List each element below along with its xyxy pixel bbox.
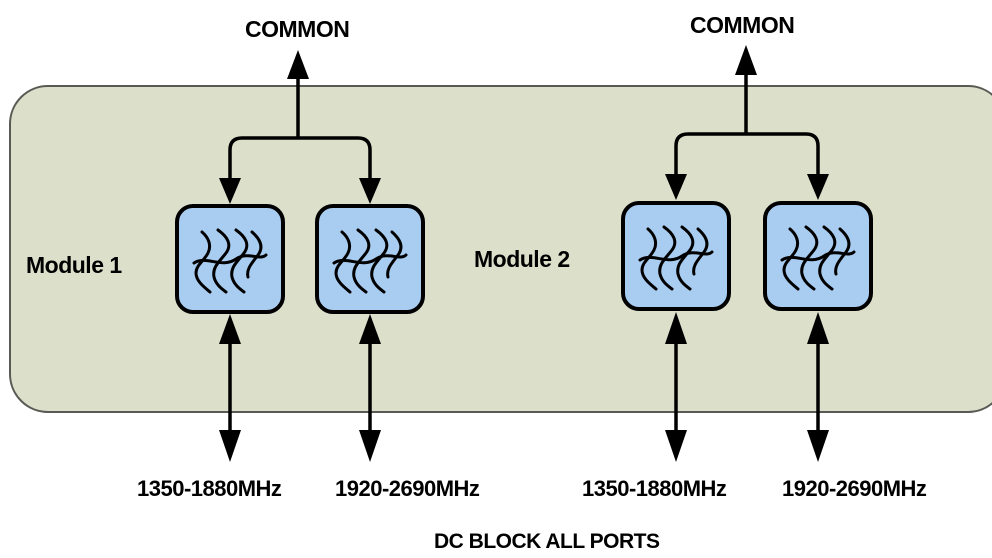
module-1-port-2-arrow-down-icon bbox=[359, 430, 381, 462]
module-2-port-1-arrow-up-icon bbox=[665, 312, 687, 344]
module-2-filter-1-input-arrow-icon bbox=[665, 174, 687, 200]
module-2-split-bus bbox=[674, 132, 820, 178]
module-1-port-2-band-label: 1920-2690MHz bbox=[335, 476, 480, 501]
module-2-common-arrow-icon bbox=[735, 45, 757, 75]
module-2-port-2-arrow-down-icon bbox=[807, 430, 829, 462]
module-2-label: Module 2 bbox=[474, 246, 570, 272]
module-2-filter-2-input-arrow-icon bbox=[807, 174, 829, 200]
module-1-port-1-arrow-down-icon bbox=[219, 430, 241, 462]
module-1-filter-2 bbox=[315, 204, 425, 314]
module-2-filter-2 bbox=[763, 201, 873, 311]
module-2-port-1-arrow-down-icon bbox=[665, 430, 687, 462]
footer-note: DC BLOCK ALL PORTS bbox=[434, 530, 660, 553]
module-2-group bbox=[621, 45, 873, 462]
module-2-common-label: COMMON bbox=[690, 12, 795, 38]
module-1-filter-1 bbox=[175, 204, 285, 314]
device-panel bbox=[9, 85, 992, 413]
module-1-common-arrow-icon bbox=[287, 50, 309, 79]
module-2-port-2-band-label: 1920-2690MHz bbox=[782, 476, 927, 501]
module-1-filter-2-input-arrow-icon bbox=[359, 178, 381, 204]
module-1-split-bus bbox=[228, 136, 372, 182]
module-2-filter-1 bbox=[621, 201, 731, 311]
module-1-label: Module 1 bbox=[26, 252, 122, 278]
module-2-port-2-arrow-up-icon bbox=[807, 312, 829, 344]
module-2-port-1-band-label: 1350-1880MHz bbox=[582, 476, 727, 501]
module-1-port-1-band-label: 1350-1880MHz bbox=[137, 476, 282, 501]
module-1-filter-1-input-arrow-icon bbox=[219, 178, 241, 204]
module-1-port-2-arrow-up-icon bbox=[359, 314, 381, 344]
module-1-port-1-arrow-up-icon bbox=[219, 314, 241, 344]
module-1-common-label: COMMON bbox=[245, 16, 350, 42]
module-1-group bbox=[175, 50, 425, 462]
